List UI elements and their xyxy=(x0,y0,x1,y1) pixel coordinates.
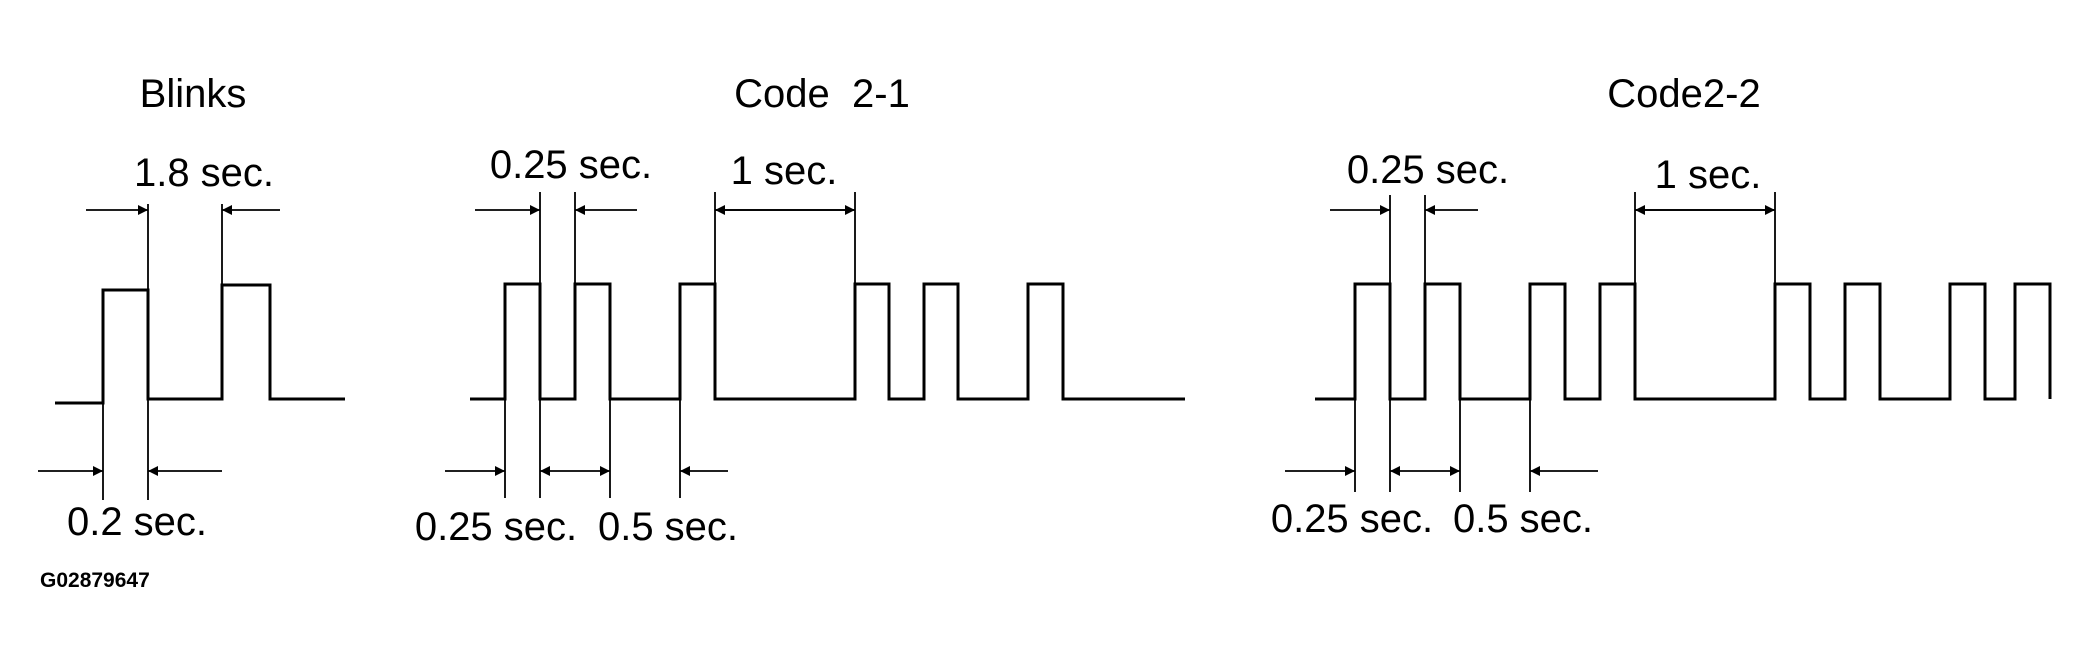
code-2-1-waveform xyxy=(470,282,1185,401)
code-2-1-title: Code 2-1 xyxy=(734,72,910,116)
code-2-2-bottom-right-label: 0.5 sec. xyxy=(1453,497,1593,541)
code-2-2-panel: Code2-2 0.25 sec. 1 sec. 0.25 sec. 0.5 s… xyxy=(1271,72,2052,541)
blinks-top-label: 1.8 sec. xyxy=(134,151,274,195)
blinks-waveform xyxy=(55,283,345,405)
code-2-2-bottom-left-label: 0.25 sec. xyxy=(1271,497,1433,541)
code-2-1-top-left-label: 0.25 sec. xyxy=(490,143,652,187)
code-2-2-waveform xyxy=(1315,282,2052,401)
code-2-2-top-right-label: 1 sec. xyxy=(1655,153,1762,197)
code-2-1-top-right-label: 1 sec. xyxy=(731,149,838,193)
code-2-1-bottom-right-label: 0.5 sec. xyxy=(598,505,738,549)
blinks-bottom-label: 0.2 sec. xyxy=(67,500,207,544)
code-2-1-bottom-left-label: 0.25 sec. xyxy=(415,505,577,549)
blinks-panel: Blinks 1.8 sec. 0.2 sec. xyxy=(38,72,345,544)
code-2-1-panel: Code 2-1 0.25 sec. 1 sec. 0.25 sec. 0.5 … xyxy=(415,72,1185,549)
figure-id: G02879647 xyxy=(40,569,150,592)
blinks-title: Blinks xyxy=(140,72,247,116)
code-2-2-title: Code2-2 xyxy=(1607,72,1760,116)
code-2-2-top-left-label: 0.25 sec. xyxy=(1347,148,1509,192)
